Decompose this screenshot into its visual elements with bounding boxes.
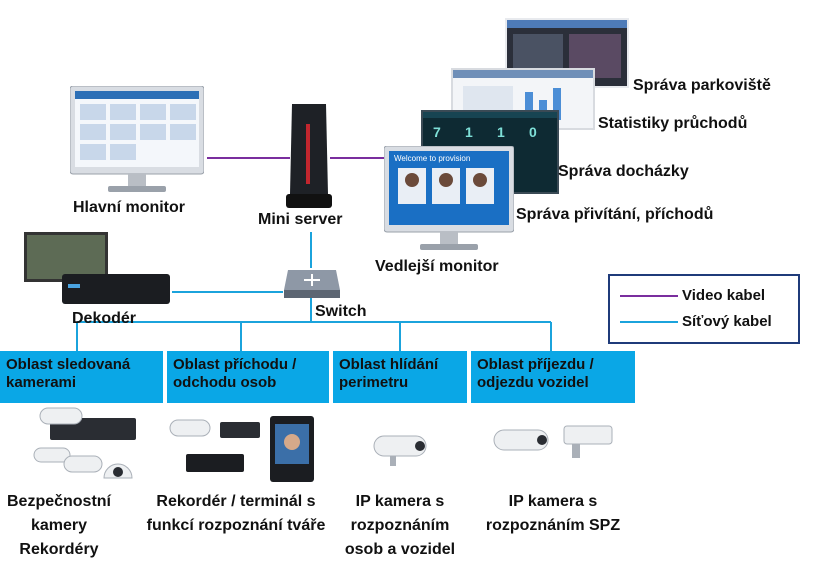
- attendance-count-2: 1: [465, 124, 473, 140]
- legend-swatch-video: [620, 295, 678, 297]
- decoder-label: Dekodér: [72, 310, 137, 327]
- welcome-text: Welcome to provision: [394, 154, 471, 163]
- secondary-monitor-label: Vedlejší monitor: [375, 258, 499, 275]
- bullet-camera-icon: [373, 435, 427, 466]
- switch-icon: [284, 270, 340, 298]
- main-monitor: [69, 85, 205, 196]
- legend-item-video: Video kabel: [610, 286, 798, 306]
- camera-recorder-icon: [33, 407, 136, 479]
- screen-label-parking: Správa parkoviště: [633, 77, 771, 94]
- recorder-face-terminal: [166, 412, 326, 484]
- legend-item-network: Síťový kabel: [610, 312, 798, 332]
- recorder-terminal-icon: [169, 416, 314, 482]
- zone-vehicle-entry-exit: Oblast příjezdu / odjezdu vozidel: [471, 351, 635, 403]
- legend-label-network: Síťový kabel: [682, 313, 772, 330]
- secondary-monitor: Welcome to provision: [383, 145, 515, 254]
- monitor-icon: [383, 145, 515, 250]
- caption-security-cameras: Bezpečnostní kamery Rekordéry: [6, 493, 111, 558]
- zone-entry-exit-persons: Oblast příchodu / odchodu osob: [167, 351, 329, 403]
- server-icon: [286, 104, 332, 208]
- mini-server: [286, 104, 332, 208]
- screen-label-attendance: Správa docházky: [558, 163, 689, 180]
- caption-ip-camera-lpr: IP kamera s rozpoznáním SPZ: [485, 493, 621, 534]
- caption-ip-camera-perimeter: IP kamera s rozpoznáním osob a vozidel: [344, 493, 456, 558]
- decoder-icon: [24, 232, 170, 304]
- zone-perimeter: Oblast hlídání perimetru: [333, 351, 467, 403]
- ip-camera-lpr: [490, 422, 616, 468]
- legend-swatch-network: [620, 321, 678, 323]
- security-cameras-recorders: [30, 404, 140, 486]
- screen-label-statistics: Statistiky průchodů: [598, 115, 748, 132]
- monitor-icon: [69, 85, 205, 192]
- legend: Video kabel Síťový kabel: [608, 274, 800, 344]
- ip-camera-persons-vehicles: [370, 430, 432, 470]
- attendance-count-3: 1: [497, 124, 505, 140]
- zone-camera-area: Oblast sledovaná kamerami: [0, 351, 163, 403]
- main-monitor-label: Hlavní monitor: [73, 199, 186, 216]
- screen-label-welcome: Správa přivítání, příchodů: [516, 206, 714, 223]
- legend-label-video: Video kabel: [682, 287, 766, 304]
- attendance-count-1: 7: [433, 124, 441, 140]
- switch: [282, 266, 342, 300]
- mini-server-label: Mini server: [258, 211, 343, 228]
- switch-label: Switch: [315, 303, 367, 320]
- attendance-count-4: 0: [529, 124, 537, 140]
- lpr-camera-icon: [493, 425, 613, 458]
- decoder: [24, 232, 174, 308]
- caption-face-terminal: Rekordér / terminál s funkcí rozpoznání …: [146, 493, 326, 534]
